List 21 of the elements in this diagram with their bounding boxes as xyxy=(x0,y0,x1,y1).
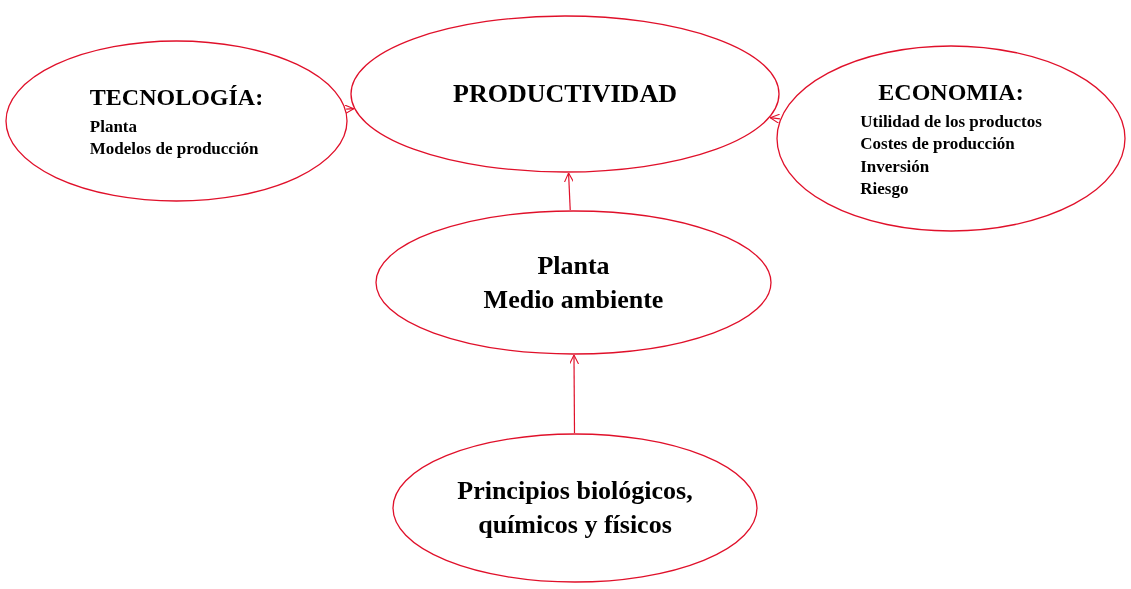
ellipse-label: Planta xyxy=(537,249,610,282)
ellipse-node xyxy=(375,210,772,355)
ellipse-heading: ECONOMIA: xyxy=(878,78,1024,108)
arrow xyxy=(769,113,781,124)
list-item: Riesgo xyxy=(860,177,909,200)
list-item: Costes de producción xyxy=(860,133,1015,156)
ellipse-node xyxy=(350,15,780,173)
list-item: Modelos de producción xyxy=(89,138,259,160)
ellipse-heading: TECNOLOGÍA: xyxy=(89,82,264,112)
ellipse-node xyxy=(5,40,348,202)
ellipse-node xyxy=(392,433,758,583)
list-item: Inversión xyxy=(860,155,930,178)
arrow xyxy=(569,354,580,434)
arrow xyxy=(563,172,574,211)
ellipse-node xyxy=(776,45,1126,232)
arrow xyxy=(343,104,355,115)
ellipse-label: Medio ambiente xyxy=(483,283,664,316)
ellipse-label: Principios biológicos, químicos y físicos xyxy=(456,475,694,541)
list-item: Planta xyxy=(89,115,138,138)
ellipse-label: PRODUCTIVIDAD xyxy=(453,78,677,111)
list-item: Utilidad de los productos xyxy=(860,111,1042,134)
